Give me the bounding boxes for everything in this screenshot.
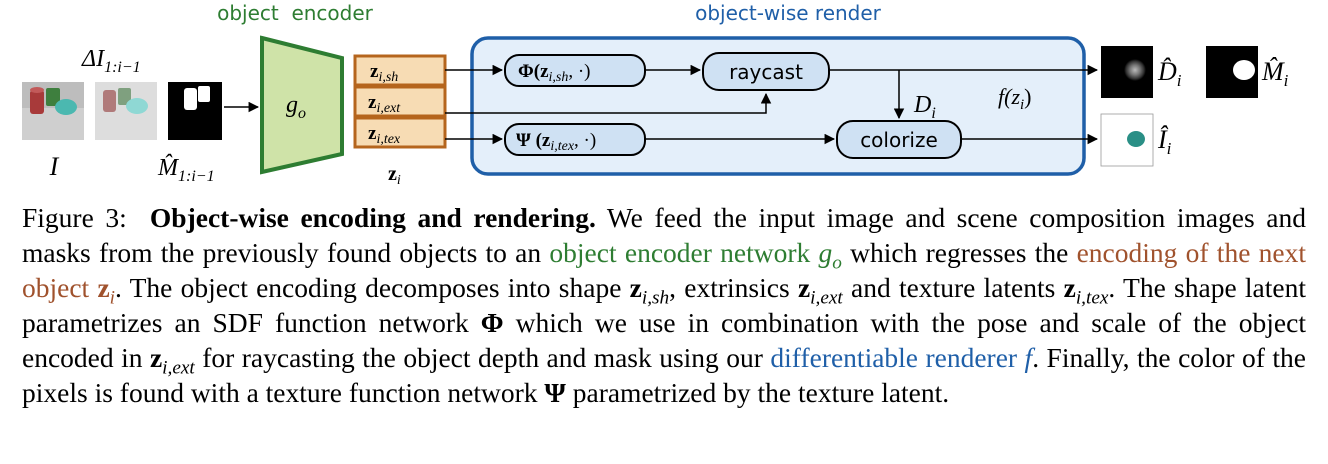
delta-i-label: ΔI1:i−1 [81, 46, 141, 76]
encoder-link[interactable]: object encoder network go [549, 237, 842, 274]
output-depth-thumbnail [1101, 46, 1153, 98]
math-z-ext: z [797, 272, 811, 303]
latent-z-label: zi [388, 163, 401, 188]
caption-text-2: which regresses the [841, 237, 1077, 268]
caption-title: Object-wise encoding and rendering. [149, 202, 596, 233]
object-encoder-title: object encoder [217, 1, 374, 25]
encoding-link[interactable]: encoding of the next object zi [22, 237, 1307, 309]
caption-text-1: We feed the input image and scene compos… [22, 202, 1306, 268]
math-psi: Ψ [544, 377, 566, 408]
latent-texture-box [353, 116, 447, 149]
caption-text-4: , extrinsics [669, 272, 798, 303]
figure-caption: Figure 3: Object-wise encoding and rende… [22, 202, 1307, 408]
object-encoder-block [260, 35, 344, 175]
latent-extrinsic-box [353, 85, 447, 118]
caption-text-6: . The shape latent parametrizes an SDF f… [22, 272, 1306, 338]
composition-image-thumbnail [95, 82, 157, 140]
math-z-tex: z [1063, 272, 1076, 303]
latent-extrinsic-label: zi,ext [368, 92, 401, 116]
mask-thumbnail [168, 82, 222, 140]
caption-text-8: for raycasting the object depth and mask… [194, 342, 771, 373]
latent-shape-box [353, 54, 447, 87]
mask-label: M̂1:i−1 [157, 154, 215, 185]
math-z-sh: z [629, 272, 642, 303]
renderer-link[interactable]: differentiable renderer f [770, 342, 1033, 373]
caption-text-10: parametrized by the texture latent. [565, 377, 950, 408]
architecture-diagram: object encoder object-wise render ΔI1:i−… [22, 1, 1289, 188]
figure-number: Figure 3: [22, 202, 127, 233]
output-depth-label: D̂i [1157, 57, 1182, 90]
raycast-node [702, 52, 830, 91]
arrow-ext-to-raycast [445, 92, 772, 114]
output-image-label: Îi [1157, 125, 1172, 158]
caption-text-3: . The object encoding decomposes into sh… [115, 272, 630, 303]
caption-text-7: which we use in combination with the pos… [22, 307, 1306, 373]
input-image-label: I [49, 152, 60, 181]
output-image-thumbnail [1100, 113, 1154, 167]
math-z-ext-2: z [149, 342, 163, 373]
output-mask-thumbnail [1206, 46, 1258, 98]
phi-node-label: Φ(zi,sh, ·) [518, 61, 591, 85]
latent-shape-label: zi,sh [370, 61, 398, 85]
object-wise-render-title: object-wise render [695, 1, 882, 25]
depth-label: Di [913, 92, 936, 122]
caption-text-9: . Finally, the color of the pixels is fo… [22, 342, 1307, 408]
math-phi: Φ [480, 307, 504, 338]
renderer-fn-label: f(zi) [998, 84, 1032, 113]
output-mask-label: M̂i [1261, 57, 1289, 90]
input-image-thumbnail [22, 82, 84, 140]
caption-text-5: and texture latents [842, 272, 1064, 303]
encoder-fn-label: go [286, 92, 306, 122]
psi-node-label: Ψ (zi,tex, ·) [516, 130, 596, 154]
raycast-label: raycast [729, 60, 803, 84]
latent-texture-label: zi,tex [368, 123, 401, 147]
colorize-label: colorize [860, 128, 938, 152]
